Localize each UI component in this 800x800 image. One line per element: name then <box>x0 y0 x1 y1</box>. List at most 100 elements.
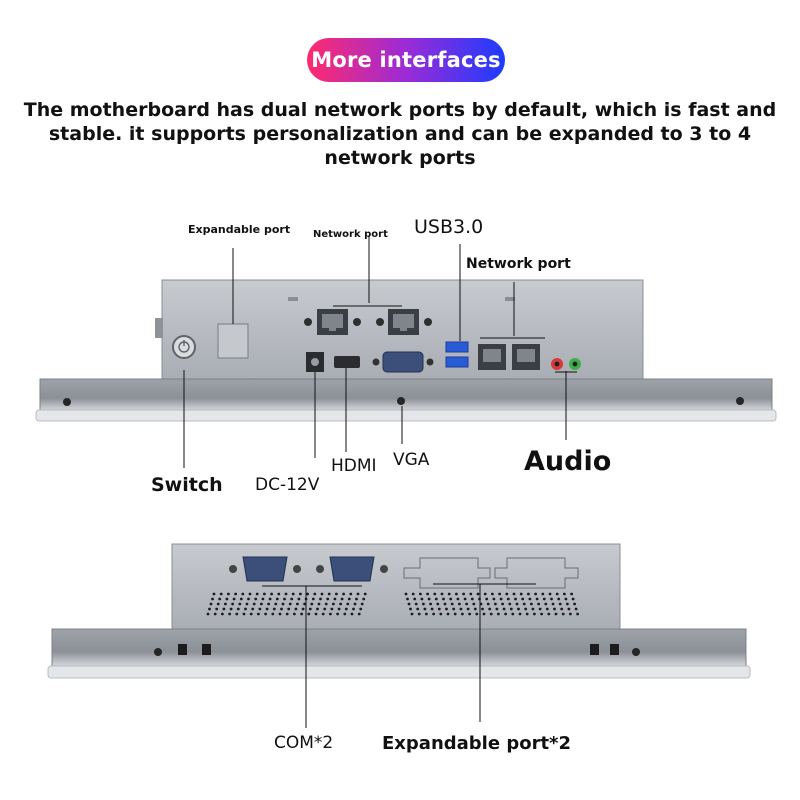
vent-dot <box>290 597 294 601</box>
vent-dot <box>537 602 540 606</box>
vent-dot <box>265 607 269 611</box>
vent-dot <box>352 607 355 611</box>
vent-dot <box>287 607 291 611</box>
vent-dot <box>353 602 357 606</box>
label-switch: Switch <box>151 474 223 496</box>
vent-dot <box>560 607 564 611</box>
vent-dot <box>453 612 457 616</box>
vent-dot <box>215 607 219 611</box>
vent-dot <box>299 592 302 596</box>
vent-dot <box>434 597 438 601</box>
vent-dot <box>280 607 283 611</box>
vent-dot <box>219 592 223 596</box>
vent-dot <box>414 602 418 606</box>
vent-dot <box>333 597 337 601</box>
vent-dot <box>469 592 473 596</box>
vent-dot <box>554 612 558 616</box>
vent-dot <box>570 592 573 596</box>
vent-dot <box>483 592 487 596</box>
vent-dot <box>468 612 471 616</box>
vent-dot <box>235 612 239 616</box>
vent-dot <box>481 607 484 611</box>
vent-dot <box>359 607 363 611</box>
vent-dot <box>346 602 350 606</box>
vent-dot <box>301 607 305 611</box>
vent-dot <box>284 592 288 596</box>
vent-dot <box>432 612 435 616</box>
vent-dot <box>475 612 479 616</box>
vent-dot <box>479 602 483 606</box>
vent-dot <box>271 612 275 616</box>
vent-dot <box>277 592 281 596</box>
vent-dot <box>343 612 347 616</box>
vent-dot <box>356 592 360 596</box>
vent-dot <box>254 597 258 601</box>
vent-dot <box>509 607 513 611</box>
vent-dot <box>288 602 292 606</box>
vent-dot <box>263 592 266 596</box>
vent-dot <box>268 597 272 601</box>
vent-dot <box>463 597 467 601</box>
usb-port-icon <box>445 356 469 368</box>
vent-dot <box>555 592 559 596</box>
vent-dot <box>294 607 298 611</box>
vent-dot <box>272 607 276 611</box>
vent-dot <box>306 592 309 596</box>
label-vga: VGA <box>393 450 430 470</box>
vent-dot <box>330 607 334 611</box>
vent-dot <box>339 602 342 606</box>
vent-dot <box>264 612 267 616</box>
rj45-port-icon <box>512 344 540 370</box>
vent-dot <box>225 597 229 601</box>
vent-dot <box>285 612 289 616</box>
vent-dot <box>293 612 296 616</box>
vent-dot <box>274 602 278 606</box>
vent-dot <box>329 612 332 616</box>
vent-dot <box>332 602 335 606</box>
vent-dot <box>491 592 494 596</box>
vent-dot <box>506 597 510 601</box>
vent-dot <box>485 597 489 601</box>
vent-dot <box>547 612 551 616</box>
label-com: COM*2 <box>274 733 334 753</box>
vent-dot <box>492 597 496 601</box>
vent-dot <box>427 597 431 601</box>
rj45-port-icon <box>376 309 432 335</box>
vent-dot <box>337 607 341 611</box>
vent-dot <box>530 602 533 606</box>
vent-dot <box>447 592 451 596</box>
vent-dot <box>232 597 236 601</box>
vent-dot <box>342 592 345 596</box>
leader-lines-top <box>183 236 577 468</box>
vent-dot <box>257 612 260 616</box>
vent-dot <box>275 597 279 601</box>
vent-dot <box>499 597 503 601</box>
vent-dot <box>303 602 306 606</box>
vent-dot <box>239 597 243 601</box>
vent-dot <box>472 602 476 606</box>
vent-dot <box>505 592 509 596</box>
screw-icon <box>397 397 405 405</box>
vent-dot <box>538 607 542 611</box>
vent-dot <box>267 602 270 606</box>
label-dc: DC-12V <box>255 475 320 495</box>
vent-dot <box>443 602 447 606</box>
vent-dot <box>426 592 429 596</box>
vent-dot <box>252 602 256 606</box>
vent-dot <box>528 597 532 601</box>
expandable-port-cover <box>217 323 249 359</box>
vent-dot <box>439 612 443 616</box>
vent-dot <box>206 612 210 616</box>
vent-dot <box>433 592 437 596</box>
vent-dot <box>296 602 299 606</box>
label-network-port: Network port <box>466 256 571 272</box>
vent-dot <box>251 607 255 611</box>
vent-dot <box>409 607 412 611</box>
vent-dot <box>245 602 249 606</box>
vent-dot <box>208 607 211 611</box>
vent-dot <box>216 602 220 606</box>
vent-dot <box>304 597 308 601</box>
vent-dot <box>541 592 545 596</box>
label-usb: USB3.0 <box>414 216 484 238</box>
vent-dot <box>449 597 453 601</box>
